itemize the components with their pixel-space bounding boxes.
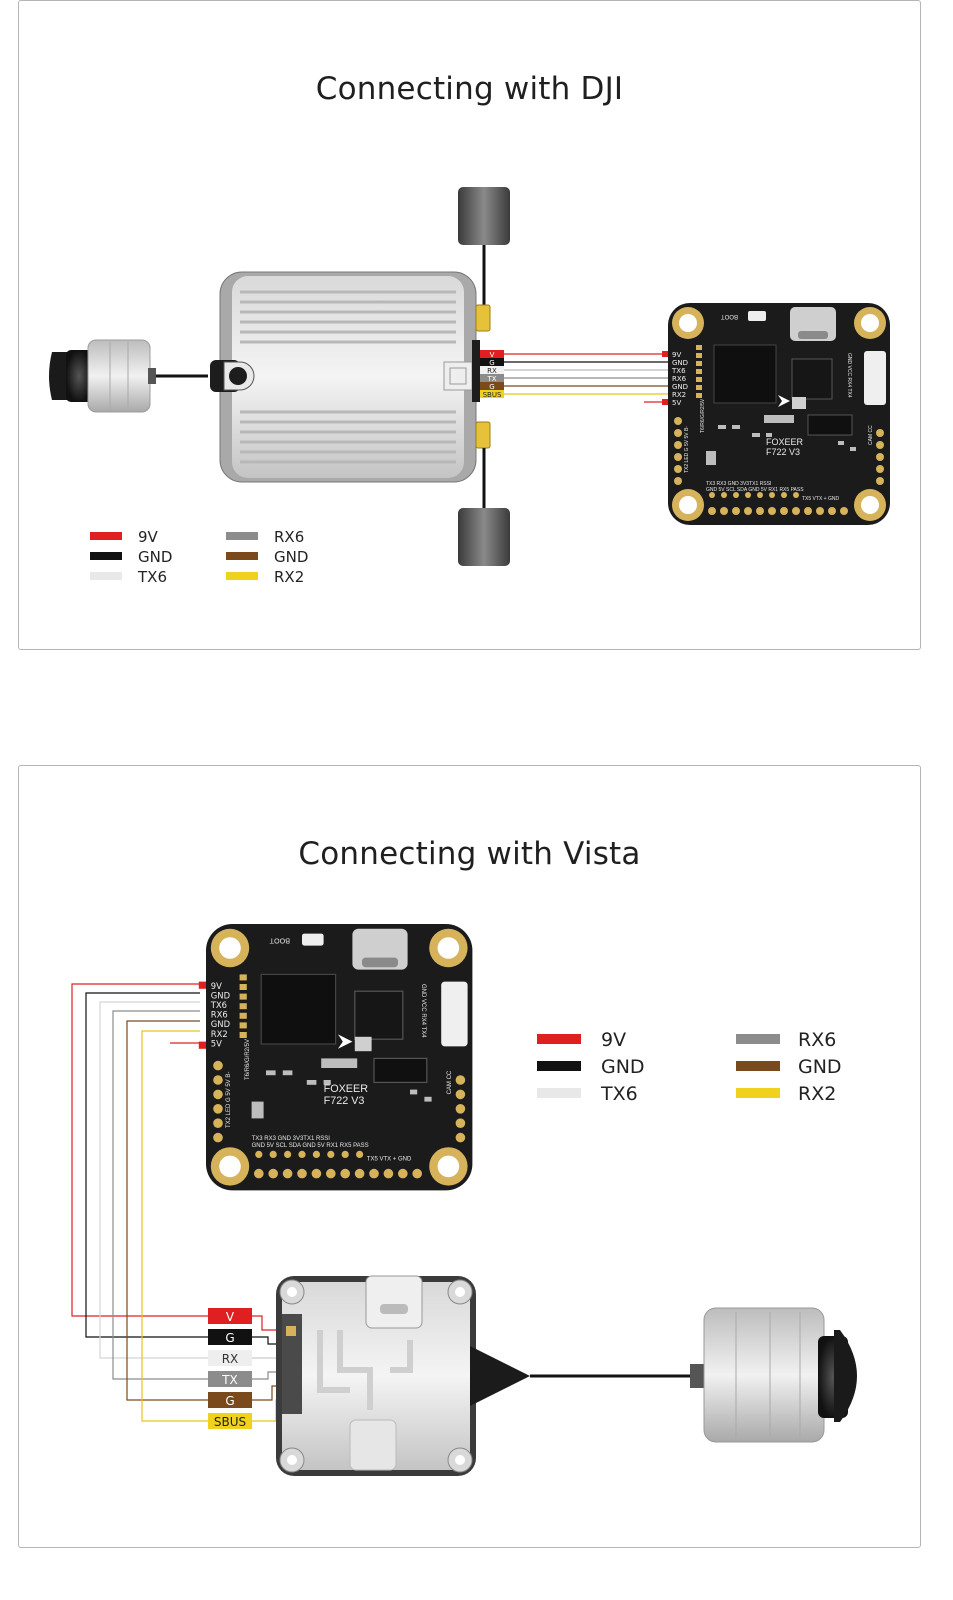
dji-air-unit-pins: V G RX TX G SBUS — [480, 350, 504, 399]
vista-pin-tx: TX — [221, 1373, 238, 1387]
fc2-pin-tx6: TX6 — [210, 1000, 227, 1010]
dji-panel-title: Connecting with DJI — [315, 71, 624, 107]
fc1-pin-tx6: TX6 — [671, 367, 686, 375]
vista-legend: 9V GND TX6 RX6 GND RX2 — [537, 1029, 842, 1105]
fc1-model: F722 V3 — [766, 447, 800, 457]
dji-air-unit — [210, 271, 480, 483]
fc2-pads-line1: TX3 RX3 GND 3V3TX1 RSSI — [252, 1136, 331, 1142]
fc1-cam-label: CAM CC — [868, 425, 874, 445]
vista-panel-title: Connecting with Vista — [298, 836, 641, 872]
fc2-right-pads: GND VCC RX4 TX4 — [420, 984, 426, 1038]
legend-item: GND — [736, 1056, 842, 1078]
legend-label: 9V — [601, 1029, 626, 1051]
dji-flight-controller: BOOT FOXEER F722 V3 TX3 RX3 GND 3V3TX1 R… — [662, 302, 891, 526]
legend-label: RX6 — [798, 1029, 836, 1051]
legend-item: RX6 — [736, 1029, 836, 1051]
fc2-pin-rx6: RX6 — [211, 1010, 228, 1020]
vista-pin-tabs: V G RX TX G SBUS — [208, 1308, 252, 1429]
fc1-pin-rx2: RX2 — [672, 391, 686, 399]
fc2-model: F722 V3 — [324, 1095, 365, 1107]
legend-label: RX2 — [274, 568, 304, 586]
dji-pin-g: G — [489, 359, 494, 367]
legend-item: GND — [226, 548, 308, 566]
fc2-cam-label: CAM CC — [447, 1070, 453, 1094]
vista-pin-sbus: SBUS — [214, 1415, 246, 1429]
fc2-pin-rx2: RX2 — [211, 1029, 228, 1039]
dji-pin-sbus: SBUS — [483, 391, 502, 399]
fc2-pads-line2: GND 5V SCL SDA GND 5V RX1 RX5 PASS — [252, 1143, 369, 1149]
legend-label: RX6 — [274, 528, 304, 546]
legend-item: RX2 — [736, 1083, 836, 1105]
fc1-pads-line2: GND 5V SCL SDA GND 5V RX1 RX5 PASS — [706, 487, 804, 493]
legend-item: RX6 — [226, 528, 304, 546]
fc1-left-pads: TX2 LED G 5V 5V B- — [684, 426, 690, 473]
legend-item: TX6 — [90, 568, 167, 586]
dji-pin-g2: G — [489, 383, 494, 391]
fc1-pads-line1: TX3 RX3 GND 3V3TX1 RSSI — [706, 481, 771, 487]
dji-antenna-top — [458, 187, 510, 332]
fc1-right-pads: GND VCC RX4 TX4 — [846, 353, 852, 398]
legend-item: 9V — [537, 1029, 626, 1051]
fc1-pin-9v: 9V — [672, 351, 681, 359]
dji-antenna-bottom — [458, 421, 510, 566]
vista-pin-rx: RX — [222, 1352, 239, 1366]
fc2-boot-label: BOOT — [269, 936, 290, 945]
fc1-pin-5v: 5V — [672, 399, 681, 407]
legend-label: GND — [601, 1056, 645, 1078]
legend-label: TX6 — [137, 568, 167, 586]
fc2-pin-5v: 5V — [211, 1038, 222, 1048]
legend-item: TX6 — [537, 1083, 638, 1105]
fc2-pin-gnd2: GND — [211, 1019, 230, 1029]
dji-pin-tx: TX — [486, 375, 496, 383]
legend-item: RX2 — [226, 568, 304, 586]
vista-pin-g2: G — [225, 1394, 234, 1408]
fc2-pin-9v: 9V — [211, 981, 222, 991]
vista-flight-controller: BOOT FOXEER F722 V3 TX3 RX3 GND 3V3TX1 R… — [198, 923, 474, 1192]
dji-camera — [49, 339, 208, 413]
dji-legend: 9V GND TX6 RX6 GND RX2 — [90, 528, 308, 586]
legend-label: GND — [138, 548, 172, 566]
legend-item: GND — [90, 548, 172, 566]
legend-label: TX6 — [600, 1083, 638, 1105]
fc1-boot-label: BOOT — [721, 313, 738, 319]
legend-label: GND — [274, 548, 308, 566]
vista-camera — [690, 1307, 857, 1443]
fc1-left-top: T6/R6/G/R2/5V — [700, 398, 706, 433]
fc1-pin-rx6: RX6 — [672, 375, 687, 383]
vista-wires — [71, 983, 282, 1422]
fc2-pin-gnd: GND — [211, 990, 230, 1000]
fc2-brand: FOXEER — [324, 1083, 369, 1095]
fc1-pin-gnd: GND — [672, 359, 688, 367]
dji-pin-v: V — [490, 351, 495, 359]
dji-wires — [504, 353, 668, 403]
legend-label: RX2 — [798, 1083, 836, 1105]
legend-label: GND — [798, 1056, 842, 1078]
fc1-pin-gnd2: GND — [672, 383, 688, 391]
vista-pin-g: G — [225, 1331, 234, 1345]
vista-module — [276, 1275, 690, 1476]
fc2-pads-line3: TX5 VTX + GND — [367, 1156, 412, 1162]
legend-item: GND — [537, 1056, 645, 1078]
vista-pin-v: V — [226, 1310, 235, 1324]
fc2-left-top: T6/R6/G/R2/5V — [245, 1039, 251, 1080]
fc2-left-pads: TX2 LED G 5V 5V B- — [226, 1072, 232, 1128]
dji-pin-rx: RX — [487, 367, 497, 375]
fc1-pads-line3: TX5 VTX + GND — [802, 496, 839, 502]
legend-item: 9V — [90, 528, 159, 546]
legend-label: 9V — [138, 528, 159, 546]
fc1-brand: FOXEER — [766, 437, 804, 447]
